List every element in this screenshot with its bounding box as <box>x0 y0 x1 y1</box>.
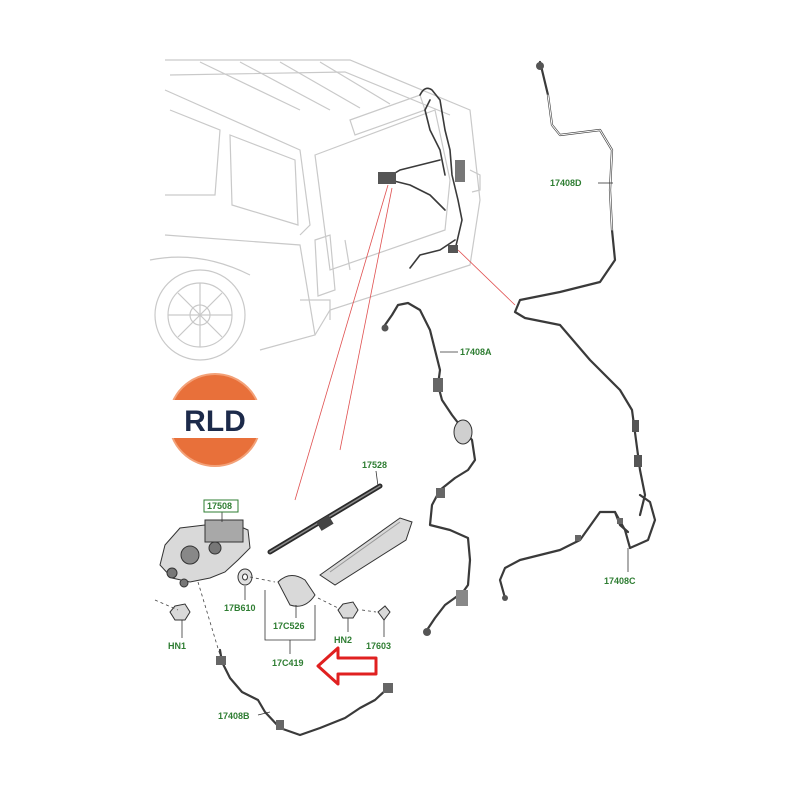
label-17528: 17528 <box>362 460 387 470</box>
label-17408A: 17408A <box>460 347 492 357</box>
label-leaders <box>181 182 629 716</box>
vehicle-outline <box>149 59 481 361</box>
hose-17408C <box>498 493 657 601</box>
label-17408D: 17408D <box>550 178 582 188</box>
assembly-lines <box>154 576 377 656</box>
label-17603: 17603 <box>366 641 391 651</box>
label-17408C: 17408C <box>604 576 636 586</box>
hose-17408A <box>381 301 477 636</box>
nut-HN2 <box>337 601 359 619</box>
rld-logo: RLD <box>163 373 267 467</box>
wiper-motor-17508 <box>159 519 251 588</box>
wiper-blade-17528 <box>267 483 383 555</box>
cap-17603 <box>377 605 391 621</box>
wiper-arm-17C419 <box>319 517 413 586</box>
red-leader-lines <box>294 184 516 501</box>
tailgate-harness <box>378 87 465 269</box>
label-17C419: 17C419 <box>272 658 304 668</box>
highlight-arrow <box>316 646 378 686</box>
logo-text: RLD <box>184 405 246 438</box>
label-17408B: 17408B <box>218 711 250 721</box>
hose-17408B <box>216 648 393 737</box>
label-17508-box <box>203 499 239 513</box>
label-17508: 17508 <box>207 501 232 511</box>
label-17C526: 17C526 <box>273 621 305 631</box>
part-labels: 17408D 17408A 17528 17508 17B610 HN1 17C… <box>168 178 636 721</box>
label-17B610: 17B610 <box>224 603 256 613</box>
hose-17408D <box>513 60 647 517</box>
label-HN2: HN2 <box>334 635 352 645</box>
nut-HN1 <box>169 603 191 621</box>
washer-17B610 <box>237 568 253 586</box>
label-HN1: HN1 <box>168 641 186 651</box>
arm-cap-17C526 <box>277 575 316 607</box>
